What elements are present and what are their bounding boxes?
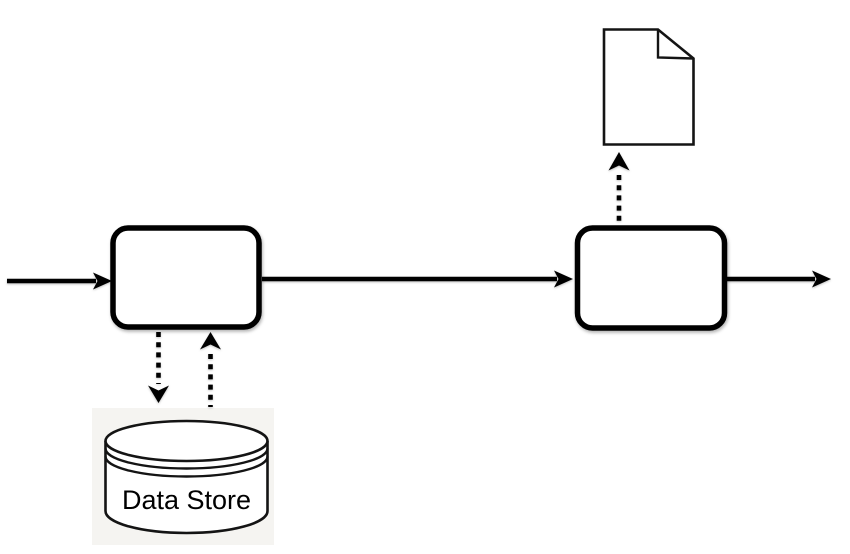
data-store-label: Data Store xyxy=(122,485,251,515)
arrowhead-up-icon xyxy=(200,332,221,350)
arrowhead-right-icon xyxy=(554,270,573,288)
process-box-2 xyxy=(574,225,728,331)
folded-corner-icon xyxy=(656,29,694,60)
read-dashed-arrow xyxy=(200,332,221,407)
arrowhead-right-icon xyxy=(812,270,831,288)
write-dashed-arrow xyxy=(148,332,169,403)
flow-arrow-process1-to-process2 xyxy=(262,270,573,288)
document-icon xyxy=(602,28,695,146)
process-box-1 xyxy=(110,225,262,330)
external-output-arrow xyxy=(727,270,831,288)
arrowhead-right-icon xyxy=(93,272,112,290)
arrowhead-up-icon xyxy=(608,152,630,171)
data-store-cylinder-icon: Data Store xyxy=(104,419,269,535)
report-dashed-arrow xyxy=(608,152,630,226)
arrowhead-down-icon xyxy=(148,385,169,403)
external-input-arrow xyxy=(7,272,112,290)
